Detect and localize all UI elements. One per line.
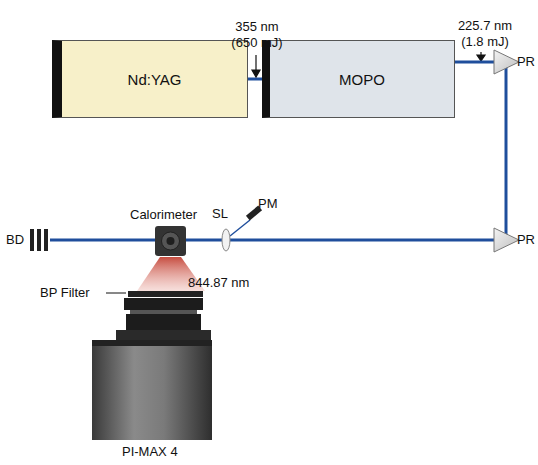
leader-line xyxy=(106,293,126,294)
camera xyxy=(92,298,212,440)
component-label: BP Filter xyxy=(40,285,90,301)
component-label: PM xyxy=(258,196,278,212)
lens xyxy=(222,229,230,251)
component-label: 225.7 nm (1.8 mJ) xyxy=(452,18,518,50)
laser-beam xyxy=(248,79,262,80)
component-label: 844.87 nm xyxy=(188,275,249,291)
unit-label: MOPO xyxy=(339,71,385,88)
component-label: PI-MAX 4 xyxy=(122,444,178,460)
laser-unit: MOPO xyxy=(262,40,455,118)
component-label: BD xyxy=(6,232,24,248)
component-label: Calorimeter xyxy=(130,207,197,223)
pickoff-beam xyxy=(230,220,250,236)
component-label: 355 nm (650 mJ) xyxy=(226,19,288,51)
component-label: PR xyxy=(517,232,535,248)
component-label: SL xyxy=(212,206,228,222)
bandpass-filter xyxy=(128,291,203,297)
laser-unit: Nd:YAG xyxy=(52,40,248,118)
beam-dump xyxy=(30,229,48,251)
prism xyxy=(494,228,519,252)
calorimeter xyxy=(155,226,186,256)
prism xyxy=(494,50,519,74)
unit-label: Nd:YAG xyxy=(128,71,182,88)
component-label: PR xyxy=(517,54,535,70)
